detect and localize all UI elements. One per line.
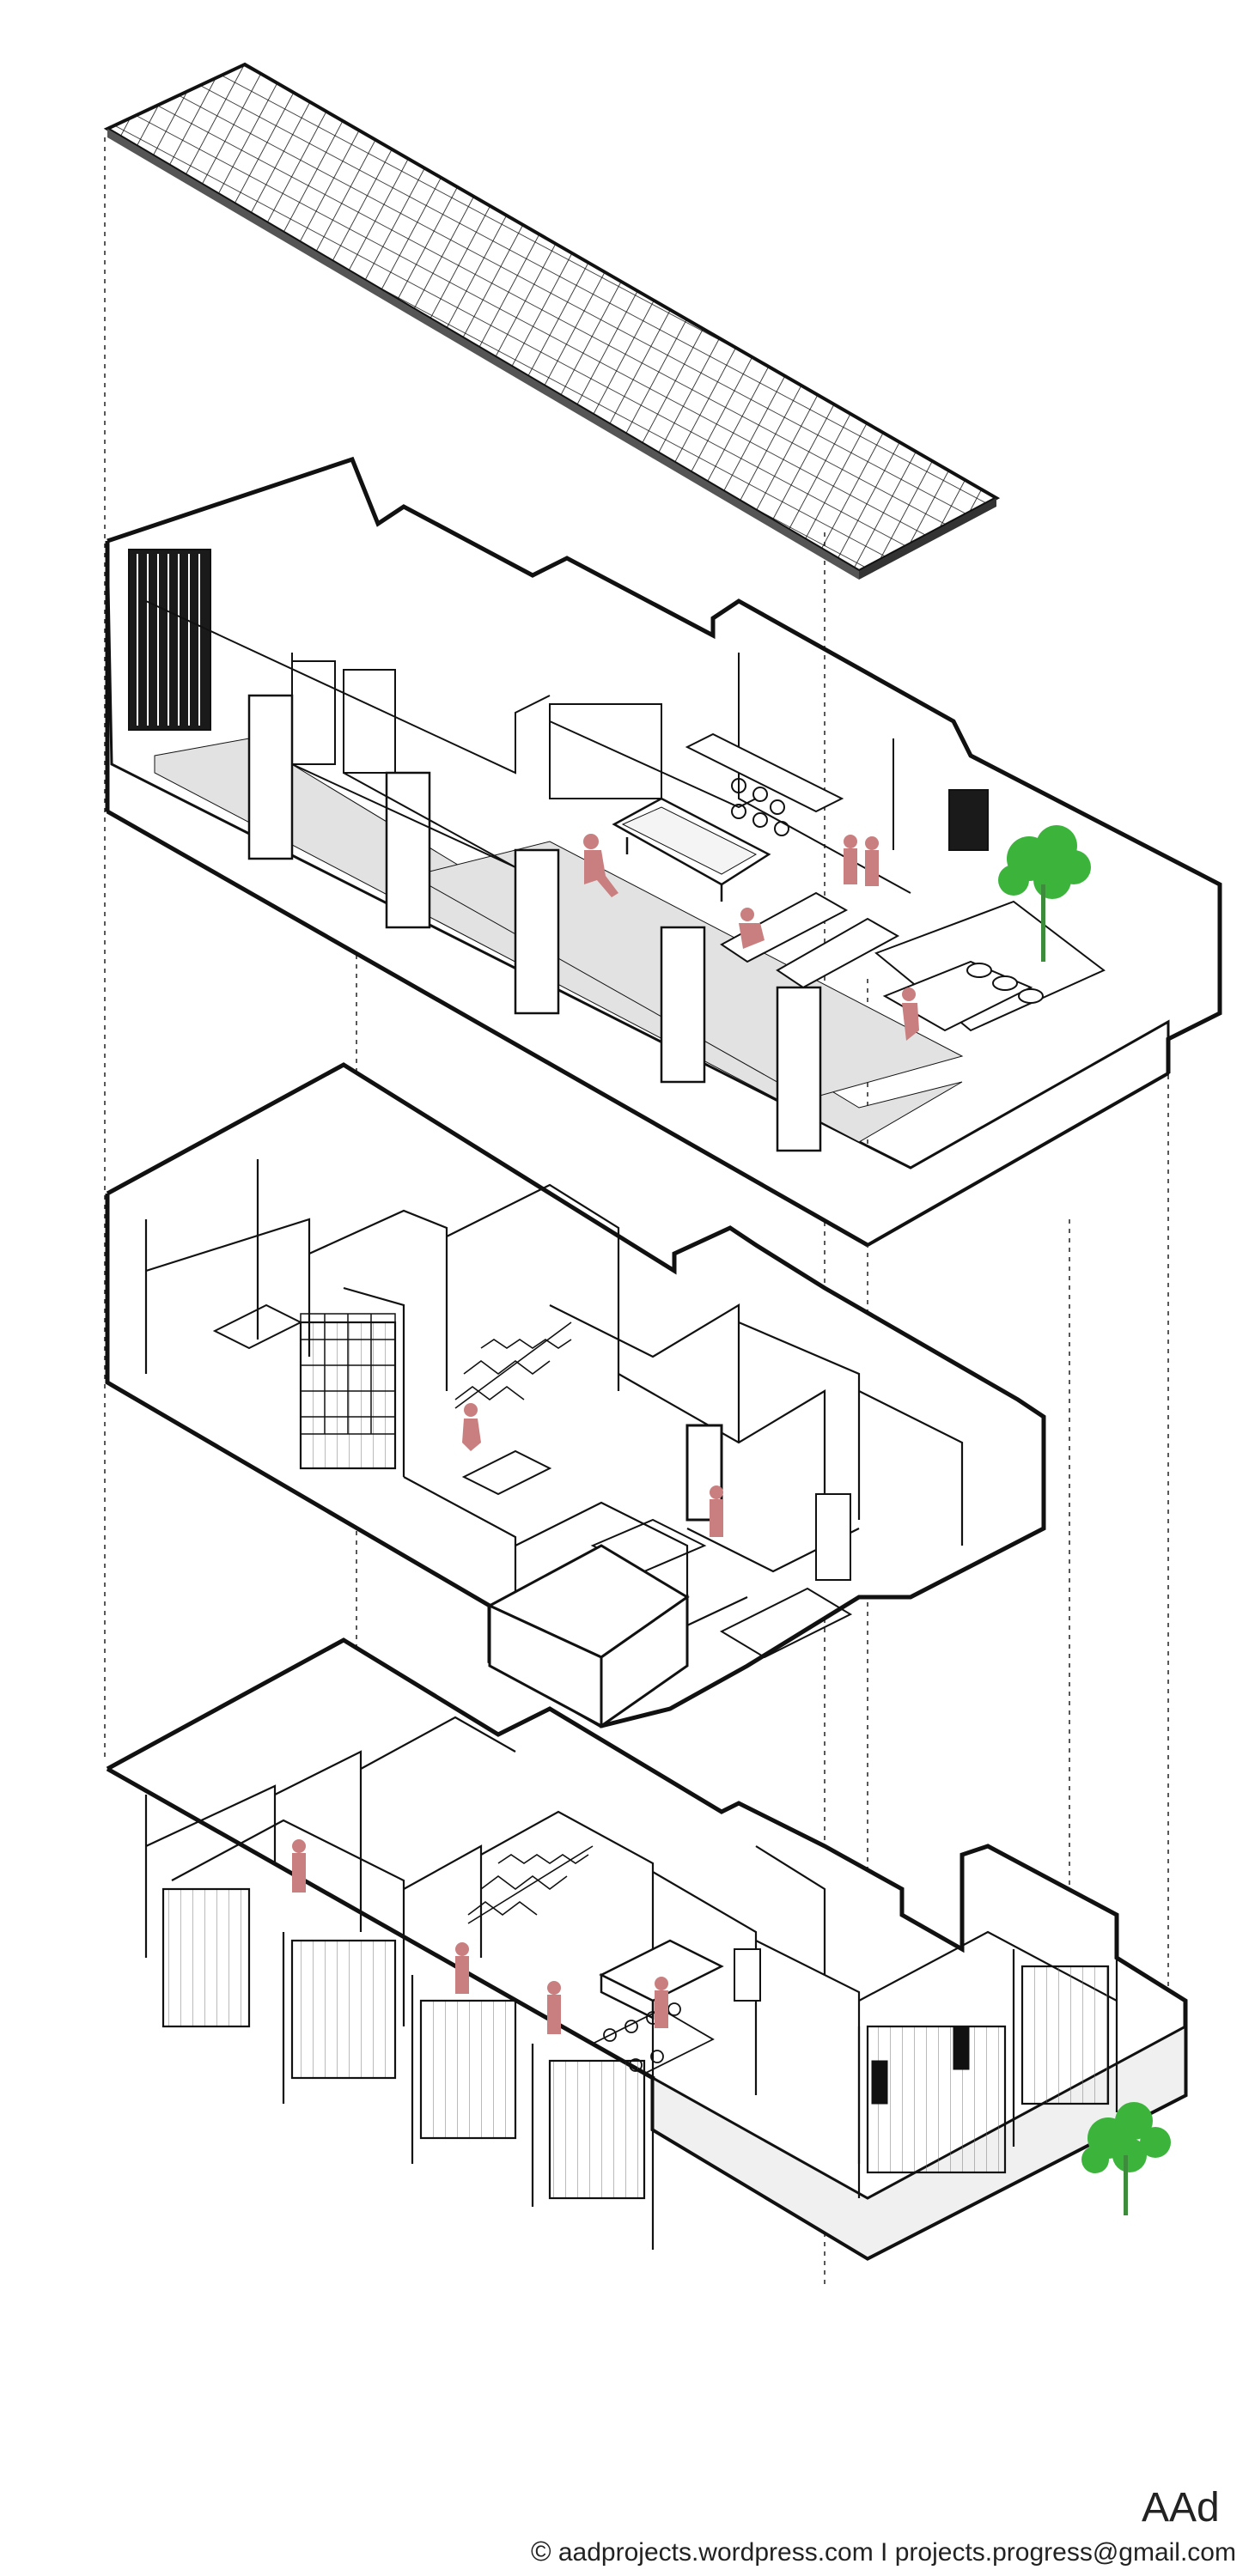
copyright-footer: © aadprojects.wordpress.com I projects.p…	[531, 2536, 1236, 2567]
person-icon	[462, 1403, 723, 1537]
aad-logo: AAd	[1142, 2485, 1219, 2530]
tree-icon	[998, 825, 1091, 962]
staircase-icon	[454, 1321, 572, 1409]
kitchen-island-icon	[599, 1939, 724, 2020]
rooftop-terrace	[105, 456, 1222, 1248]
balcony	[486, 1544, 690, 1728]
person-icon	[292, 1839, 668, 2034]
footer-email: projects.progress@gmail.com	[894, 2538, 1236, 2567]
roof-pergola	[103, 62, 1001, 580]
pool-table-icon	[612, 797, 771, 902]
desk-icon	[212, 1303, 552, 1496]
upper-floor	[105, 1062, 1046, 1728]
aad-logo-text: AAd	[1142, 2485, 1219, 2530]
bookshelf-icon	[300, 1313, 396, 1435]
copyright-symbol: ©	[530, 2536, 551, 2567]
tree-icon	[1081, 2102, 1171, 2215]
person-icon	[583, 834, 919, 1041]
footer-separator: I	[880, 2538, 888, 2567]
footer-website: aadprojects.wordpress.com	[557, 2538, 874, 2567]
staircase-icon	[467, 1845, 594, 1924]
ground-floor	[106, 1637, 1188, 2261]
outdoor-kitchen-icon	[685, 732, 844, 836]
sofa-icon	[874, 900, 1106, 1032]
fridge-icon	[734, 1948, 761, 2002]
